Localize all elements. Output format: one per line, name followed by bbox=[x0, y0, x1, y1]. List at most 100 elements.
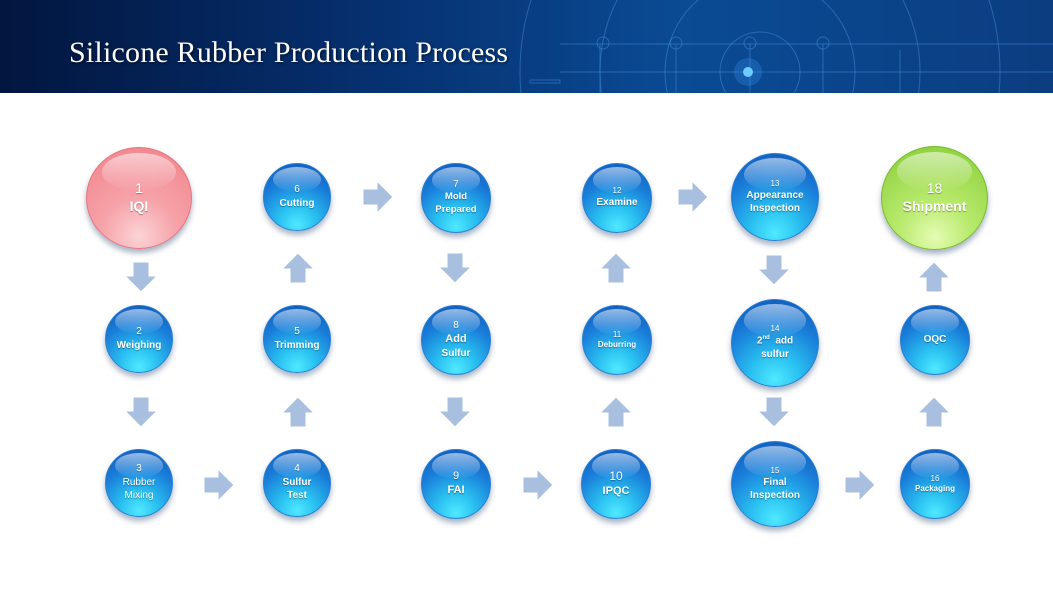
step-number: 14 bbox=[770, 324, 780, 334]
step-label-line1: Appearance bbox=[746, 189, 804, 201]
step-15-final-inspection: 15 Final Inspection bbox=[731, 441, 819, 527]
step-16-packaging: 16 Packaging bbox=[900, 449, 970, 519]
step-number: 15 bbox=[770, 465, 780, 475]
step-7-mold-prepared: 7 Mold Prepared bbox=[421, 163, 491, 233]
step-12-examine: 12 Examine bbox=[582, 163, 652, 233]
step-number: 9 bbox=[452, 469, 460, 482]
flow-arrow bbox=[437, 252, 473, 284]
step-label: Cutting bbox=[279, 197, 315, 209]
flow-arrow-shape bbox=[756, 254, 792, 286]
step-label-line1: Mold bbox=[444, 191, 468, 203]
flow-arrow bbox=[203, 467, 235, 503]
flow-arrow bbox=[280, 396, 316, 428]
flow-arrow-shape bbox=[844, 467, 876, 503]
step-label: Trimming bbox=[274, 339, 320, 351]
step-number: 3 bbox=[136, 463, 142, 475]
step-oqc: OQC bbox=[900, 305, 970, 375]
flow-arrow bbox=[916, 261, 952, 293]
step-11-deburring: 11 Deburring bbox=[582, 305, 652, 375]
step-label-line1: Add bbox=[445, 333, 467, 346]
step-number: 8 bbox=[453, 319, 459, 331]
step-label: Shipment bbox=[902, 198, 967, 215]
flow-arrow-shape bbox=[280, 252, 316, 284]
step-18-shipment: 18 Shipment bbox=[881, 146, 988, 250]
flow-arrow bbox=[844, 467, 876, 503]
step-number: 6 bbox=[294, 184, 300, 195]
step-13-appearance-inspection: 13 Appearance Inspection bbox=[731, 153, 819, 241]
ordinal-number: 2 bbox=[756, 335, 763, 347]
flow-arrow bbox=[916, 396, 952, 428]
flow-arrow-shape bbox=[522, 467, 554, 503]
title-banner: Silicone Rubber Production Process bbox=[0, 0, 1053, 93]
step-label-line1: Sulfur bbox=[282, 476, 312, 488]
step-number: 1 bbox=[135, 179, 143, 196]
step-number: 11 bbox=[612, 329, 622, 339]
step-number: 5 bbox=[294, 326, 300, 337]
step-8-add-sulfur: 8 Add Sulfur bbox=[421, 305, 491, 375]
flow-arrow-shape bbox=[123, 261, 159, 293]
step-label-line2: Mixing bbox=[124, 490, 154, 502]
flow-arrow bbox=[522, 467, 554, 503]
step-label-line2: Inspection bbox=[749, 203, 800, 214]
step-4-sulfur-test: 4 Sulfur Test bbox=[263, 449, 331, 517]
step-label: OQC bbox=[923, 334, 947, 346]
step-number: 13 bbox=[770, 178, 780, 188]
step-1-iqi: 1 IQI bbox=[86, 147, 192, 249]
step-label: Examine bbox=[596, 197, 638, 209]
flow-arrow-shape bbox=[280, 396, 316, 428]
step-label-line2: Prepared bbox=[435, 204, 477, 216]
flow-arrow-shape bbox=[437, 396, 473, 428]
flow-arrow bbox=[362, 179, 394, 215]
step-number: 12 bbox=[612, 186, 622, 196]
step-label: Weighing bbox=[116, 339, 162, 351]
flow-arrow-shape bbox=[677, 179, 709, 215]
step-5-trimming: 5 Trimming bbox=[263, 305, 331, 373]
flow-arrow bbox=[598, 396, 634, 428]
flow-arrow bbox=[123, 261, 159, 293]
flow-arrow bbox=[437, 396, 473, 428]
step-10-ipqc: 10 IPQC bbox=[581, 449, 651, 519]
banner-decoration bbox=[519, 0, 1053, 93]
step-label-line1: Final bbox=[763, 476, 787, 488]
flow-arrow bbox=[677, 179, 709, 215]
step-label-line2: Inspection bbox=[749, 490, 800, 501]
flow-arrow-shape bbox=[756, 396, 792, 428]
flow-arrow bbox=[280, 252, 316, 284]
step-label: Packaging bbox=[914, 483, 955, 493]
step-9-fai: 9 FAI bbox=[421, 449, 491, 519]
page-title: Silicone Rubber Production Process bbox=[69, 36, 509, 69]
flow-arrow-shape bbox=[598, 252, 634, 284]
step-14-second-add-sulfur: 14 2nd add sulfur bbox=[731, 299, 819, 387]
step-number: 4 bbox=[294, 463, 300, 475]
step-label: IPQC bbox=[602, 485, 630, 498]
step-3-rubber-mixing: 3 Rubber Mixing bbox=[105, 449, 173, 517]
flow-arrow-shape bbox=[916, 396, 952, 428]
step-number: 10 bbox=[609, 469, 623, 484]
step-label: IQI bbox=[129, 198, 149, 215]
flow-arrow-shape bbox=[123, 396, 159, 428]
step-number: 2 bbox=[136, 326, 142, 337]
step-number: 7 bbox=[453, 178, 459, 190]
flow-arrow bbox=[756, 396, 792, 428]
flow-arrow-shape bbox=[598, 396, 634, 428]
flow-arrow bbox=[598, 252, 634, 284]
step-number: 18 bbox=[926, 179, 943, 196]
step-label-line2: sulfur bbox=[761, 349, 789, 361]
step-label-line1: 2nd add bbox=[757, 334, 793, 348]
step-label: Deburring bbox=[597, 339, 637, 349]
flow-arrow bbox=[756, 254, 792, 286]
step-label-word: add bbox=[775, 335, 794, 347]
step-label-line2: Sulfur bbox=[441, 347, 471, 359]
flow-arrow bbox=[123, 396, 159, 428]
ordinal-suffix: nd bbox=[762, 335, 770, 342]
step-2-weighing: 2 Weighing bbox=[105, 305, 173, 373]
flow-arrow-shape bbox=[362, 179, 394, 215]
flow-arrow-shape bbox=[203, 467, 235, 503]
flow-arrow-shape bbox=[916, 261, 952, 293]
step-label: FAI bbox=[447, 484, 465, 497]
step-label-line2: Test bbox=[287, 490, 307, 502]
step-6-cutting: 6 Cutting bbox=[263, 163, 331, 231]
step-label-line1: Rubber bbox=[122, 476, 156, 488]
step-number: 16 bbox=[930, 473, 940, 483]
flow-arrow-shape bbox=[437, 252, 473, 284]
